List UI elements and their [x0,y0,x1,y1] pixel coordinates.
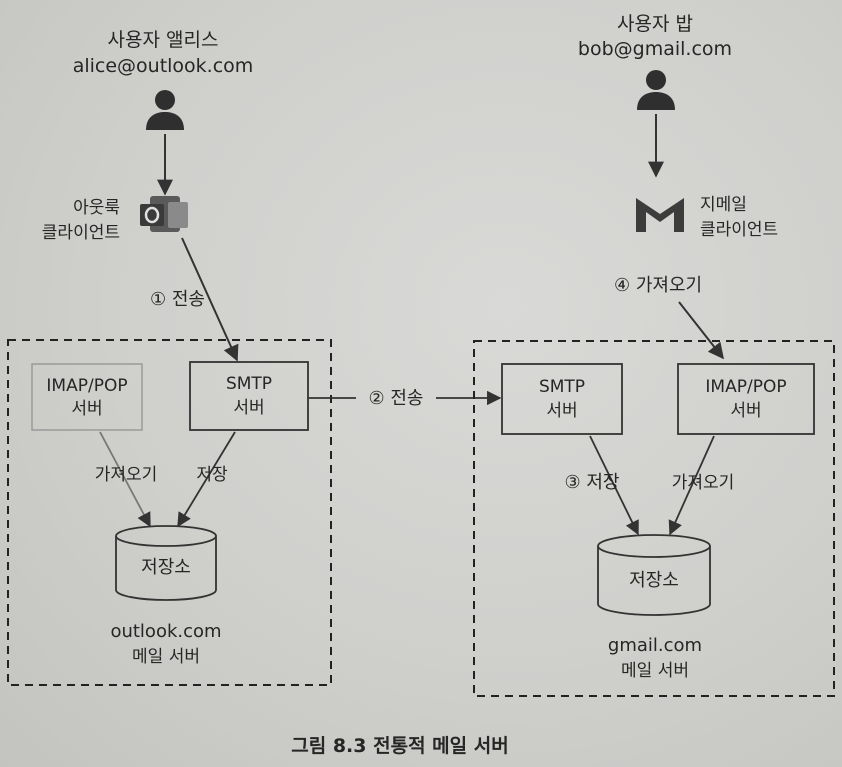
left-imap-label-2: 서버 [71,399,102,419]
left-smtp-label-2: 서버 [233,398,264,418]
outlook-server-caption-1: outlook.com [110,621,221,642]
left-user-email: alice@outlook.com [73,55,254,77]
outlook-server-boundary [7,339,332,686]
outlook-client-label-1: 아웃룩 [73,198,120,218]
right-imap-box: IMAP/POP 서버 [677,363,815,435]
right-user-name: 사용자 밥 [617,13,693,35]
left-smtp-label-1: SMTP [226,374,272,394]
step1-send-label: ① 전송 [150,289,205,310]
right-smtp-label-2: 서버 [546,401,577,421]
step4-fetch-label: ④ 가져오기 [614,275,702,296]
left-user-name: 사용자 앨리스 [108,29,219,51]
left-imap-label-1: IMAP/POP [46,376,127,396]
gmail-server-caption-1: gmail.com [608,635,702,656]
right-fetch-label: 가져오기 [672,473,735,493]
right-smtp-box: SMTP 서버 [501,363,623,435]
outlook-server-caption-2: 메일 서버 [132,647,200,667]
left-storage-label: 저장소 [141,557,191,578]
right-imap-label-1: IMAP/POP [705,377,786,397]
step2-send-label: ② 전송 [369,388,424,409]
left-store-label: 저장 [196,465,228,485]
right-user-icon [637,70,675,110]
right-user-email: bob@gmail.com [578,38,732,60]
gmail-logo-icon [636,198,684,232]
right-storage-cylinder [597,534,711,616]
left-imap-box: IMAP/POP 서버 [31,363,143,431]
gmail-client-label-1: 지메일 [700,195,747,215]
figure-caption: 그림 8.3 전통적 메일 서버 [291,735,508,757]
outlook-logo-icon [140,196,188,232]
right-smtp-label-1: SMTP [539,377,585,397]
left-smtp-box: SMTP 서버 [189,361,309,431]
left-fetch-label: 가져오기 [95,465,158,485]
gmail-client-label-2: 클라이언트 [700,220,778,240]
gmail-server-caption-2: 메일 서버 [621,661,689,681]
right-store-label: ③ 저장 [565,472,620,493]
right-imap-label-2: 서버 [730,401,761,421]
right-storage-label: 저장소 [629,570,679,591]
gmail-server-boundary [473,340,835,697]
left-storage-cylinder [115,525,217,601]
outlook-client-label-2: 클라이언트 [42,223,120,243]
left-user-icon [146,90,184,130]
